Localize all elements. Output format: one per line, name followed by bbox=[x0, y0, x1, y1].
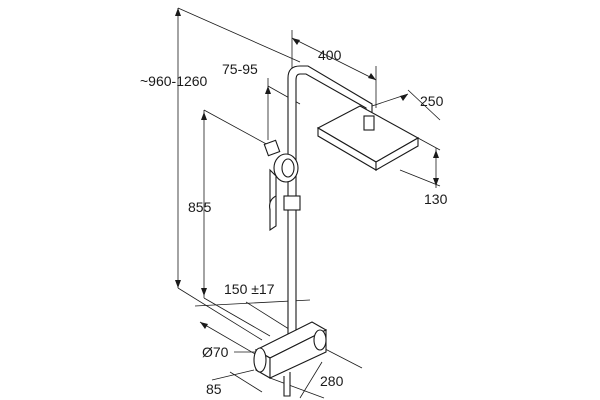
head-size-label: 250 bbox=[420, 93, 444, 109]
thermostat-width-label: 280 bbox=[320, 373, 344, 389]
hand-shower bbox=[263, 139, 301, 232]
wall-distance-label: 85 bbox=[206, 381, 222, 397]
inlet-spacing-label: 150 ±17 bbox=[224, 281, 275, 297]
inlet-diameter-label: Ø70 bbox=[202, 344, 229, 360]
head-thickness-label: 130 bbox=[424, 191, 448, 207]
thermostat-mixer bbox=[253, 321, 328, 397]
hand-shower-offset-label: 75-95 bbox=[222, 61, 258, 77]
total-height-label: ~960-1260 bbox=[140, 73, 208, 89]
shower-head bbox=[316, 105, 420, 171]
arm-length-label: 400 bbox=[318, 47, 342, 63]
dimension-labels: ~960-1260 400 75-95 250 130 855 150 ±17 … bbox=[140, 47, 448, 397]
rail-height-label: 855 bbox=[188, 199, 212, 215]
